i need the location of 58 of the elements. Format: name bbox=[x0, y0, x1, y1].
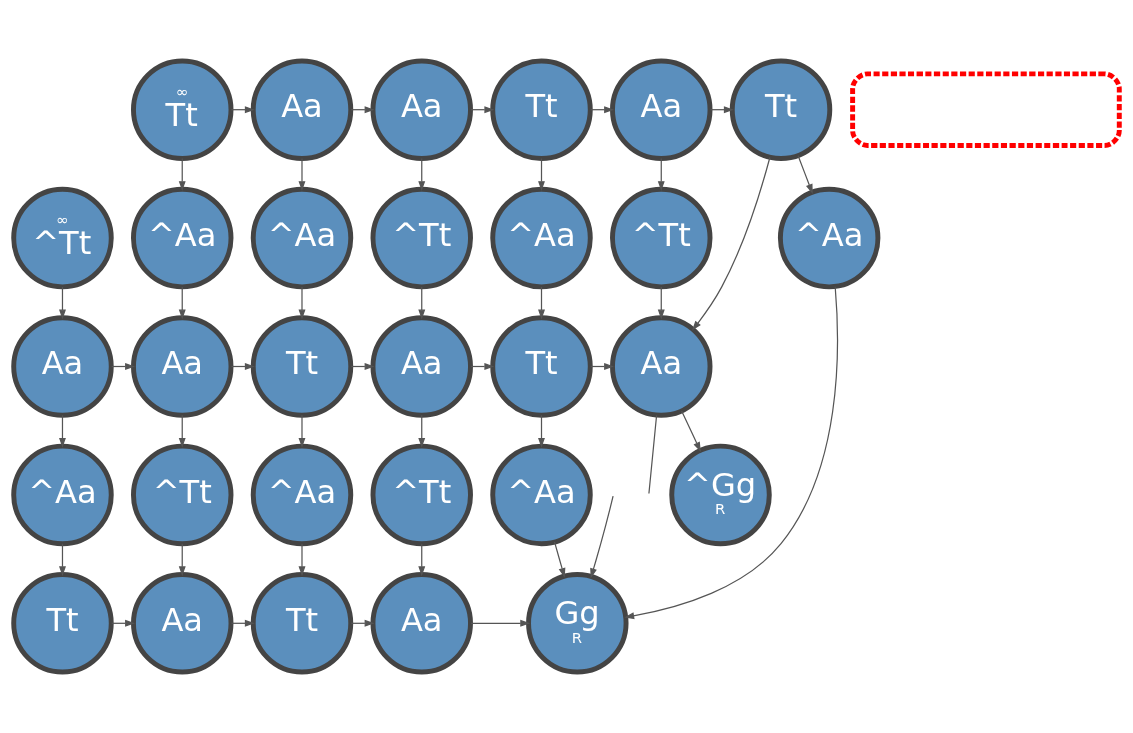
node-circle: ^Aa bbox=[11, 443, 114, 547]
arrow bbox=[298, 286, 306, 320]
arrow bbox=[418, 286, 426, 320]
node-circle: Gg R bbox=[526, 572, 629, 675]
arrow bbox=[657, 286, 665, 320]
node-circle: ^Tt bbox=[610, 186, 713, 290]
node-circle: Tt bbox=[490, 58, 593, 161]
arrow bbox=[178, 286, 186, 320]
node-circle: ^Tt bbox=[370, 186, 473, 290]
arrow bbox=[657, 157, 665, 192]
connector bbox=[648, 414, 658, 495]
node-circle: ^Tt bbox=[131, 443, 234, 547]
arrow bbox=[178, 157, 186, 192]
node-circle: Tt bbox=[490, 315, 593, 418]
arrow bbox=[553, 541, 566, 578]
node-circle: Aa bbox=[370, 572, 473, 675]
node-circle: Aa bbox=[370, 58, 473, 161]
node-circle: Aa bbox=[131, 315, 234, 418]
node-circle: ∞ Tt bbox=[131, 58, 234, 161]
node-circle: ^Aa bbox=[777, 186, 881, 290]
node-circle: ^Aa bbox=[131, 186, 234, 290]
node-circle: Tt bbox=[729, 58, 833, 161]
arrow bbox=[59, 286, 66, 320]
node-circle: Tt bbox=[250, 572, 354, 675]
arrow bbox=[298, 543, 306, 577]
node-circle: ^Aa bbox=[490, 186, 593, 290]
arrow bbox=[590, 495, 614, 579]
arrow bbox=[178, 543, 186, 577]
arrow bbox=[681, 410, 701, 452]
node-circle: ^Tt bbox=[370, 443, 473, 547]
node-circle: ^Aa bbox=[250, 186, 354, 290]
arrow bbox=[624, 286, 839, 620]
node-circle: Tt bbox=[11, 572, 114, 675]
arrow bbox=[418, 543, 426, 577]
node-box bbox=[850, 71, 1122, 148]
arrow bbox=[470, 619, 531, 627]
node-circle: ∞ ^Tt bbox=[11, 186, 114, 290]
arrow bbox=[692, 156, 771, 331]
node-circle: Aa bbox=[610, 58, 713, 161]
arrow bbox=[797, 155, 813, 194]
arrow bbox=[298, 157, 306, 192]
arrow bbox=[59, 414, 66, 448]
arrow bbox=[538, 286, 545, 320]
node-circle: ^Aa bbox=[250, 443, 354, 547]
arrow bbox=[298, 414, 306, 448]
arrow bbox=[418, 157, 426, 192]
node-circle: Aa bbox=[610, 315, 713, 418]
node-circle: Aa bbox=[131, 572, 234, 675]
node-circle: Aa bbox=[370, 315, 473, 418]
arrow bbox=[538, 157, 545, 192]
arrow bbox=[418, 414, 426, 448]
arrow bbox=[538, 414, 545, 448]
node-circle: Aa bbox=[11, 315, 114, 418]
node-circle: Tt bbox=[250, 315, 354, 418]
arrow bbox=[178, 414, 186, 448]
arrow bbox=[59, 543, 66, 577]
node-circle: ^Aa bbox=[490, 443, 593, 547]
node-circle: Aa bbox=[250, 58, 354, 161]
